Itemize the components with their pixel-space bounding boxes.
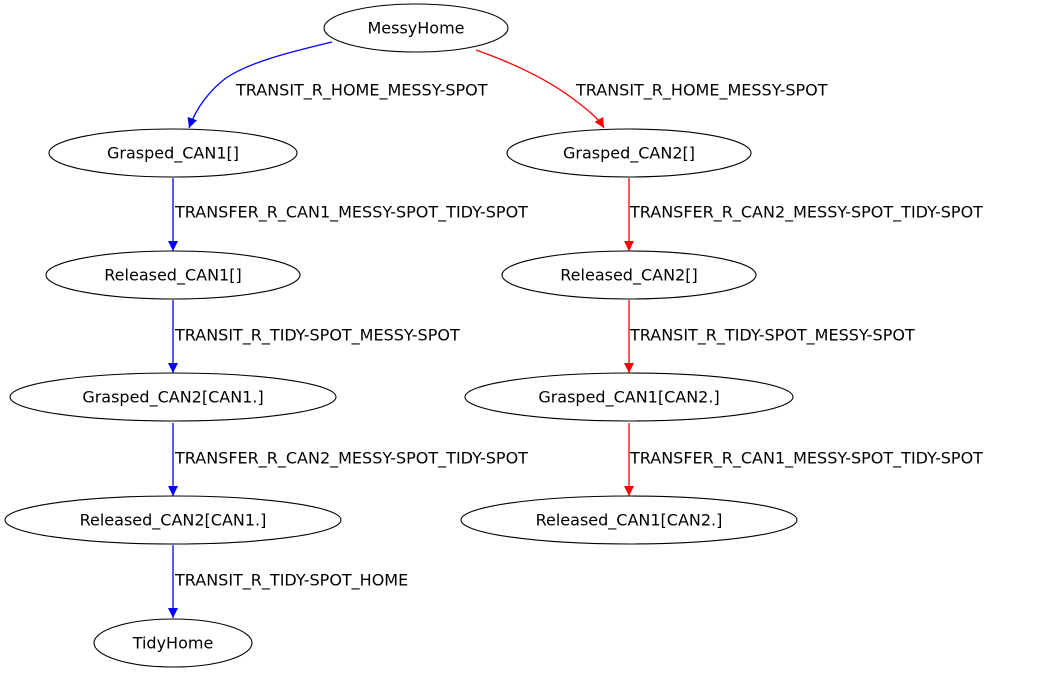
nodes: MessyHome Grasped_CAN1[] Released_CAN1[]… (4, 3, 798, 668)
node-shape (323, 3, 509, 53)
edge-label-e9: TRANSFER_R_CAN1_MESSY-SPOT_TIDY-SPOT (629, 449, 983, 469)
node-shape (4, 495, 342, 545)
edge-messyhome-to-grasped-can1 (187, 41, 333, 129)
node-label: Grasped_CAN2[] (563, 144, 695, 164)
edge-label-e1: TRANSIT_R_HOME_MESSY-SPOT (235, 81, 488, 101)
node-released-can2-can1: Released_CAN2[CAN1.] (4, 495, 342, 545)
node-label: MessyHome (367, 19, 464, 38)
node-shape (45, 250, 301, 300)
node-grasped-can1-can2: Grasped_CAN1[CAN2.] (464, 372, 794, 422)
edges: TRANSIT_R_HOME_MESSY-SPOT TRANSFER_R_CAN… (168, 41, 983, 618)
node-label: TidyHome (132, 634, 214, 653)
node-label: Released_CAN2[CAN1.] (80, 511, 267, 531)
edge-label-e3: TRANSIT_R_TIDY-SPOT_MESSY-SPOT (174, 326, 460, 346)
edge-label-e8: TRANSIT_R_TIDY-SPOT_MESSY-SPOT (629, 326, 915, 346)
node-grasped-can2-can1: Grasped_CAN2[CAN1.] (9, 372, 337, 422)
node-tidy-home: TidyHome (93, 618, 253, 668)
node-shape (501, 250, 757, 300)
node-label: Released_CAN1[] (104, 266, 241, 286)
node-shape (93, 618, 253, 668)
edge-label-e4: TRANSFER_R_CAN2_MESSY-SPOT_TIDY-SPOT (174, 449, 528, 469)
node-label: Released_CAN1[CAN2.] (536, 511, 723, 531)
node-label: Grasped_CAN1[] (107, 144, 239, 164)
node-label: Grasped_CAN1[CAN2.] (538, 388, 719, 408)
node-grasped-can1-empty: Grasped_CAN1[] (48, 128, 298, 178)
node-shape (464, 372, 794, 422)
node-label: Released_CAN2[] (560, 266, 697, 286)
node-released-can1-empty: Released_CAN1[] (45, 250, 301, 300)
edge-label-e7: TRANSFER_R_CAN2_MESSY-SPOT_TIDY-SPOT (629, 203, 983, 223)
node-released-can2-empty: Released_CAN2[] (501, 250, 757, 300)
node-label: Grasped_CAN2[CAN1.] (82, 388, 263, 408)
edge-messyhome-to-grasped-can2 (475, 49, 605, 129)
node-messy-home: MessyHome (323, 3, 509, 53)
node-shape (506, 128, 752, 178)
node-shape (9, 372, 337, 422)
node-grasped-can2-empty: Grasped_CAN2[] (506, 128, 752, 178)
edge-label-e6: TRANSIT_R_HOME_MESSY-SPOT (575, 81, 828, 101)
edge-label-e2: TRANSFER_R_CAN1_MESSY-SPOT_TIDY-SPOT (174, 203, 528, 223)
edge-label-e5: TRANSIT_R_TIDY-SPOT_HOME (174, 571, 408, 591)
node-released-can1-can2: Released_CAN1[CAN2.] (460, 495, 798, 545)
node-shape (48, 128, 298, 178)
node-shape (460, 495, 798, 545)
